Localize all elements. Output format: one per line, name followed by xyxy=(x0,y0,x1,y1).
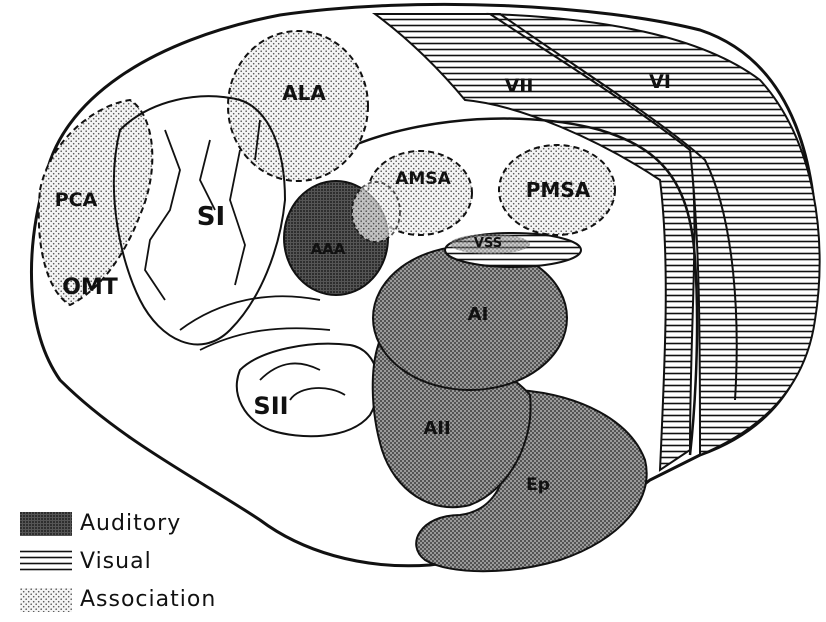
label-ala: ALA xyxy=(282,81,326,105)
visual-swatch xyxy=(20,550,72,574)
label-pca: PCA xyxy=(55,189,98,211)
label-aii: AII xyxy=(423,418,450,439)
label-pmsa: PMSA xyxy=(526,178,591,202)
label-ep: Ep xyxy=(526,475,550,495)
label-amsa: AMSA xyxy=(395,169,451,189)
label-vi: VI xyxy=(649,71,671,93)
legend-label-association: Association xyxy=(80,584,216,616)
label-omt: OMT xyxy=(62,275,118,300)
legend-row-auditory: Auditory xyxy=(20,508,260,546)
association-swatch xyxy=(20,588,72,612)
label-sii: SII xyxy=(253,392,288,420)
legend-label-visual: Visual xyxy=(80,546,152,578)
area-ala xyxy=(228,31,368,181)
legend-row-visual: Visual xyxy=(20,546,260,584)
legend: Auditory Visual Association xyxy=(20,508,260,622)
label-vss: VSS xyxy=(474,236,502,251)
legend-label-auditory: Auditory xyxy=(80,508,181,540)
auditory-swatch xyxy=(20,512,72,536)
label-vii: VII xyxy=(505,75,534,97)
legend-row-association: Association xyxy=(20,584,260,622)
label-aaa: AAA xyxy=(311,240,346,258)
label-ai: AI xyxy=(468,304,489,325)
area-aaa-overlap xyxy=(352,182,400,242)
label-si: SI xyxy=(197,202,225,232)
